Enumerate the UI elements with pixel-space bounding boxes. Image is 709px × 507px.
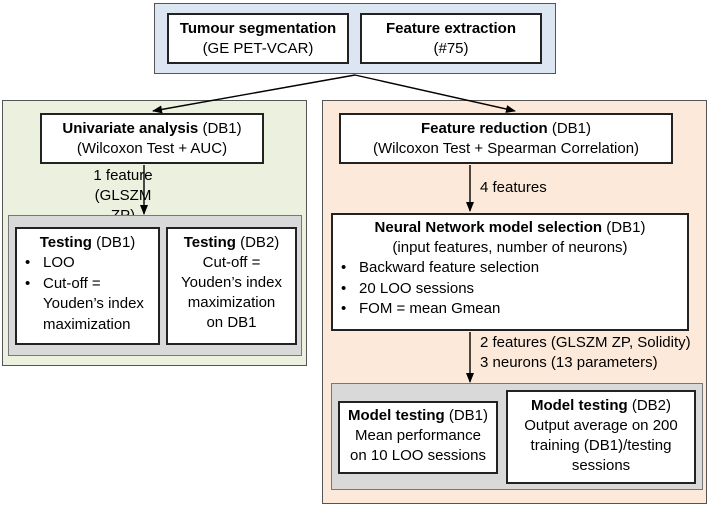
testing-db1-db: (DB1) xyxy=(91,234,136,251)
nn-bullet: FOM = mean Gmean xyxy=(333,299,687,320)
feature-extraction-title: Feature extraction xyxy=(385,20,517,37)
testing-db1-bullet: Cut-off = Youden’s index maximization xyxy=(17,274,158,336)
testing-db1-box: Testing (DB1) LOO Cut-off = Youden’s ind… xyxy=(15,227,160,345)
tumour-segmentation-title: Tumour segmentation xyxy=(179,20,337,37)
nn-model-selection-sub: (input features, number of neurons) xyxy=(392,239,628,256)
reduction-arrow-label: 4 features xyxy=(480,179,547,196)
tumour-segmentation-box: Tumour segmentation (GE PET-VCAR) xyxy=(167,13,349,64)
feature-reduction-box: Feature reduction (DB1) (Wilcoxon Test +… xyxy=(339,113,673,164)
testing-db1-bullets: LOO Cut-off = Youden’s index maximizatio… xyxy=(17,253,158,335)
arrow-top-to-right xyxy=(354,74,516,113)
model-testing-db2-db: (DB2) xyxy=(627,397,671,414)
testing-db2-line: Cut-off = xyxy=(202,254,261,271)
univariate-analysis-title: Univariate analysis xyxy=(62,120,199,137)
feature-reduction-title: Feature reduction xyxy=(420,120,548,137)
univariate-arrow-label-line1: 1 feature xyxy=(93,167,153,184)
testing-db2-title: Testing xyxy=(183,234,236,251)
feature-extraction-box: Feature extraction (#75) xyxy=(360,13,542,64)
feature-reduction-sub: (Wilcoxon Test + Spearman Correlation) xyxy=(372,140,640,157)
testing-db2-line: maximization xyxy=(187,294,276,311)
univariate-analysis-db: (DB1) xyxy=(198,120,242,137)
testing-db1-title: Testing xyxy=(39,234,92,251)
model-testing-db1-db: (DB1) xyxy=(444,407,488,424)
nn-arrow-label-line2: 3 neurons (13 parameters) xyxy=(480,354,658,371)
model-testing-db1-box: Model testing (DB1) Mean performance on … xyxy=(338,401,498,474)
testing-db1-bullet: LOO xyxy=(17,253,158,274)
univariate-analysis-box: Univariate analysis (DB1) (Wilcoxon Test… xyxy=(40,113,264,164)
testing-db2-line: Youden’s index xyxy=(181,274,282,291)
testing-db2-box: Testing (DB2) Cut-off = Youden’s index m… xyxy=(166,227,297,345)
nn-arrow-label: 2 features (GLSZM ZP, Solidity) 3 neuron… xyxy=(480,333,691,373)
model-testing-db2-title: Model testing xyxy=(530,397,628,414)
univariate-analysis-sub: (Wilcoxon Test + AUC) xyxy=(76,140,228,157)
feature-extraction-sub: (#75) xyxy=(433,40,469,57)
nn-bullet: Backward feature selection xyxy=(333,258,687,279)
nn-model-selection-db: (DB1) xyxy=(602,219,646,236)
arrow-top-to-left xyxy=(152,74,356,114)
model-testing-db2-line: Output average on 200 xyxy=(524,417,678,434)
model-testing-db1-line: Mean performance xyxy=(355,427,481,444)
nn-model-selection-box: Neural Network model selection (DB1) (in… xyxy=(331,213,689,331)
model-testing-db2-line: sessions xyxy=(571,457,631,474)
nn-model-selection-title: Neural Network model selection xyxy=(374,219,603,236)
feature-reduction-db: (DB1) xyxy=(547,120,592,137)
testing-db2-db: (DB2) xyxy=(235,234,280,251)
model-testing-db1-title: Model testing xyxy=(347,407,445,424)
testing-db2-line: on DB1 xyxy=(206,314,257,331)
tumour-segmentation-sub: (GE PET-VCAR) xyxy=(202,40,314,57)
model-testing-db1-line: on 10 LOO sessions xyxy=(350,447,486,464)
model-testing-db2-box: Model testing (DB2) Output average on 20… xyxy=(506,390,696,484)
model-testing-db2-line: training (DB1)/testing xyxy=(530,437,672,454)
nn-model-selection-bullets: Backward feature selection 20 LOO sessio… xyxy=(333,258,687,320)
nn-bullet: 20 LOO sessions xyxy=(333,279,687,300)
nn-arrow-label-line1: 2 features (GLSZM ZP, Solidity) xyxy=(480,334,691,351)
